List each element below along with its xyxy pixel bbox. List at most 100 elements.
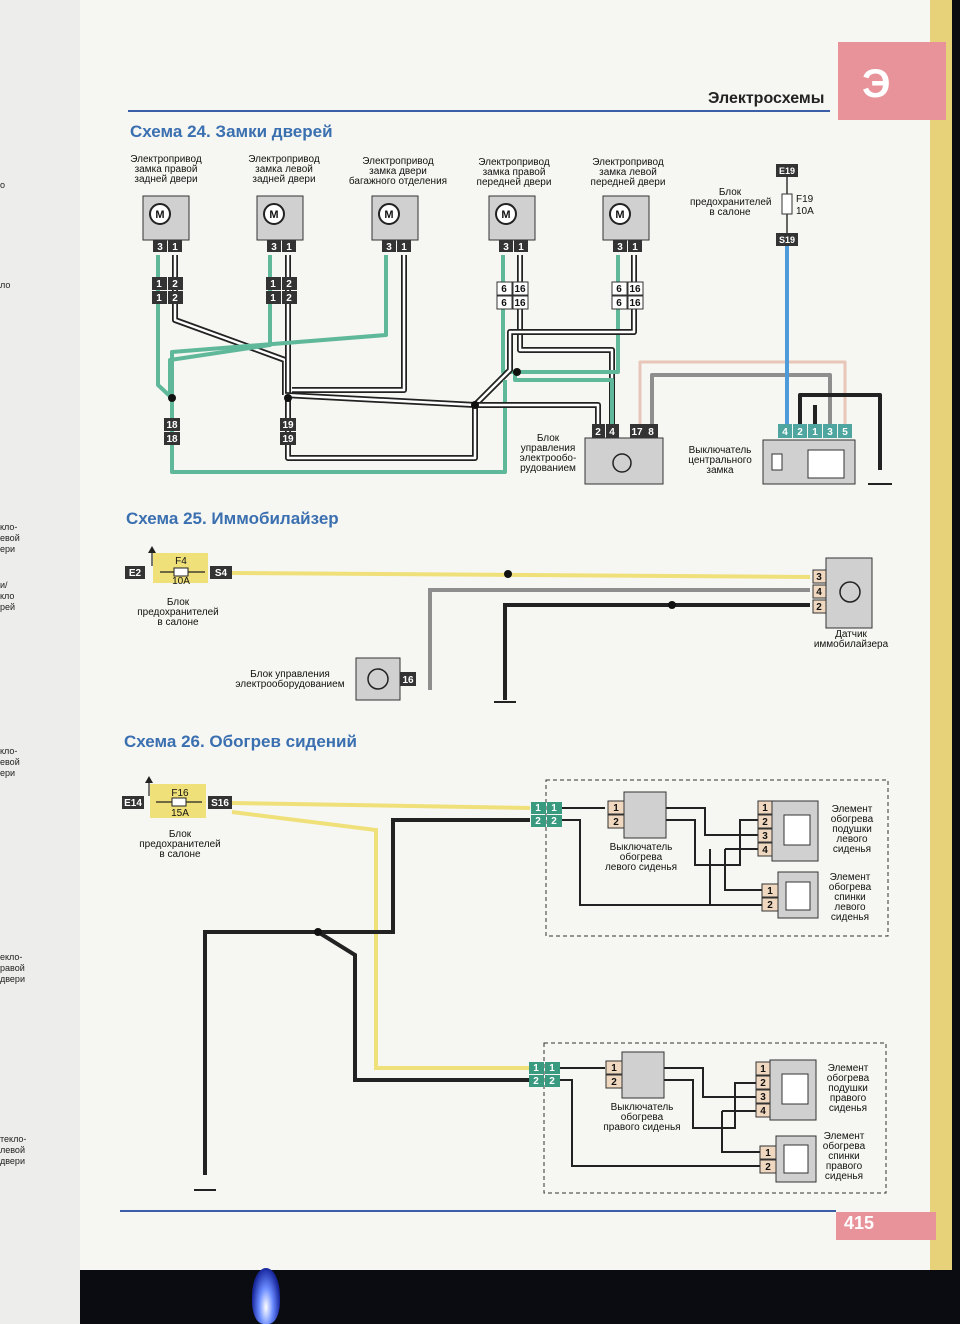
left-text-fragment: кло- <box>0 746 18 756</box>
wire <box>517 255 615 425</box>
scheme25-wires <box>231 571 811 700</box>
wire <box>560 1079 762 1167</box>
pin-label: 2 <box>816 602 822 613</box>
pin-label: 1 <box>172 242 178 253</box>
fuse-pin-left <box>122 796 144 809</box>
pin-label: 4 <box>609 427 615 438</box>
actuator-front-left-door <box>602 195 650 241</box>
pin-label: 3 <box>762 831 768 842</box>
sensor-icon <box>839 581 861 603</box>
left-page-edge <box>0 0 80 1324</box>
pin-label: 2 <box>286 293 292 304</box>
heater-element-icon <box>785 881 811 911</box>
left-text-fragment: левой <box>0 1145 25 1155</box>
pin-label: 16 <box>514 284 526 295</box>
pin-label: 1 <box>613 803 619 814</box>
pin-label: 3 <box>503 242 509 253</box>
pin-label: 18 <box>166 434 178 445</box>
arrow-up-icon <box>145 776 153 783</box>
junction-dot <box>668 601 676 609</box>
pin-label: 1 <box>270 279 276 290</box>
pin-label: 1 <box>533 1063 539 1074</box>
pin-label: 6 <box>501 298 507 309</box>
pin-label: 3 <box>271 242 277 253</box>
left-text-fragment: екло- <box>0 952 23 962</box>
motor-icon <box>378 203 400 225</box>
wire <box>724 849 762 891</box>
right-seat-frame <box>543 1042 887 1194</box>
fuse-rating: 15A <box>171 808 189 819</box>
fuse-rating: 10A <box>796 206 814 217</box>
actuator-front-right-door <box>488 195 536 241</box>
actuator-rear-left-door <box>256 195 304 241</box>
central-lock-switch: 4 2 1 3 5 <box>762 424 856 485</box>
left-text-fragment: ло <box>0 280 11 290</box>
pin-label: 18 <box>166 420 178 431</box>
heater-element-icon <box>781 1073 809 1105</box>
junction-dot <box>168 394 176 402</box>
page-header: Электросхемы <box>708 90 825 107</box>
pin-label: 8 <box>648 427 654 438</box>
wire <box>284 255 637 408</box>
actuator-pins <box>153 240 642 252</box>
left-text-fragment: и/ <box>0 580 8 590</box>
pin-label: 3 <box>617 242 623 253</box>
switch-lamp-icon <box>771 453 783 471</box>
page-number-box <box>836 1212 936 1240</box>
pin-label: 1 <box>286 242 292 253</box>
fuse-pin-label: E19 <box>779 166 795 176</box>
pin-label: 1 <box>632 242 638 253</box>
page-edge <box>930 0 952 1270</box>
switch-body <box>621 1051 665 1099</box>
ecu-25: 16 <box>355 657 416 701</box>
fuse-rating: 10A <box>172 576 190 587</box>
section-tab <box>838 42 946 120</box>
header-rule <box>128 110 830 112</box>
scheme25-title: Схема 25. Иммобилайзер <box>126 509 339 528</box>
fuse-block-26: E14 S16 F16 15A <box>122 776 232 819</box>
pin-label: 1 <box>762 803 768 814</box>
motor-symbol: M <box>501 209 510 221</box>
pin-label: 1 <box>535 803 541 814</box>
pin-label: 1 <box>401 242 407 253</box>
pin-label: 2 <box>551 816 557 827</box>
actuator-rear-right-door <box>142 195 190 241</box>
motor-symbol: M <box>269 209 278 221</box>
pin-label: 1 <box>549 1063 555 1074</box>
fuse-name: F4 <box>175 556 187 567</box>
switch-body <box>623 791 667 839</box>
pin-label: 2 <box>286 279 292 290</box>
motor-icon <box>263 203 285 225</box>
ecu-24: 2 4 17 8 <box>584 424 664 485</box>
junction-dot <box>504 570 512 578</box>
left-text-fragment: кло <box>0 591 15 601</box>
pin-label: 4 <box>782 427 788 438</box>
pin-label: 2 <box>765 1162 771 1173</box>
scheme24-title: Схема 24. Замки дверей <box>130 122 333 141</box>
footer-rule <box>120 1210 836 1212</box>
pin-label: 1 <box>765 1148 771 1159</box>
pin-label: 16 <box>629 298 641 309</box>
wire <box>231 571 811 579</box>
actuators <box>142 195 650 241</box>
left-text-fragment: о <box>0 180 6 190</box>
pin-label: 5 <box>842 427 848 438</box>
left-text-fragment: двери <box>0 1156 25 1166</box>
flame-glare <box>252 1268 280 1324</box>
motor-icon <box>609 203 631 225</box>
fuse-pin-label: E2 <box>129 568 142 579</box>
fuse-name: F16 <box>171 788 189 799</box>
left-text-fragment: евой <box>0 533 20 543</box>
wire <box>520 255 620 374</box>
pin-label: 17 <box>631 427 643 438</box>
pin-label: 3 <box>816 572 822 583</box>
pin-label: 3 <box>157 242 163 253</box>
junction-dot <box>314 928 322 936</box>
motor-symbol: M <box>155 209 164 221</box>
fuse-name: F19 <box>796 194 814 205</box>
